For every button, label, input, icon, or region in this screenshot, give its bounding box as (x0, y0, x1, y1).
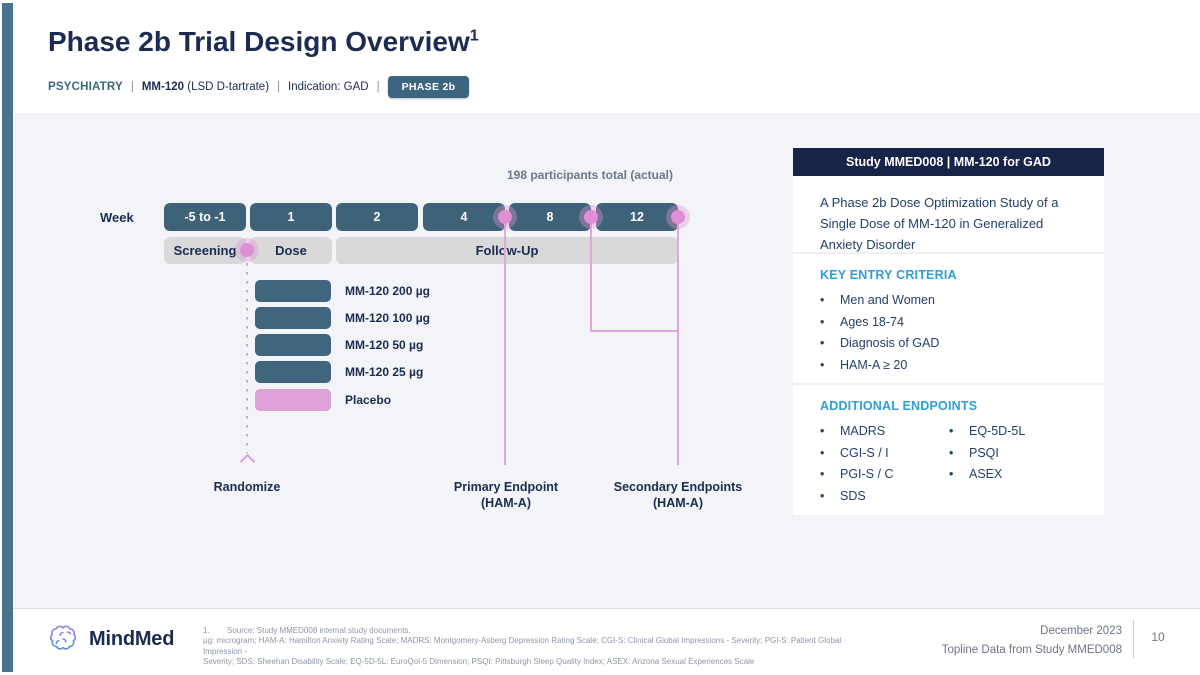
left-accent-bar (2, 3, 13, 672)
footnote: 1. Source: Study MMED008 internal study … (203, 626, 853, 668)
randomize-dot (235, 238, 259, 262)
phase-badge: PHASE 2b (387, 76, 470, 98)
dose-arm-box-25 (255, 361, 331, 383)
secondary-endpoint-line1: Secondary Endpoints (613, 480, 743, 494)
endpoint-item: CGI-S / I (820, 446, 949, 460)
week-box-1: 1 (250, 203, 332, 231)
subtitle-divider: | (376, 81, 380, 93)
brain-icon (49, 625, 77, 650)
endpoint-item: PSQI (949, 446, 1025, 460)
footnote-abbreviations-line1: µg: microgram; HAM-A: Hamilton Anxiety R… (203, 636, 842, 656)
week-box-screening: -5 to -1 (164, 203, 246, 231)
endpoint-item: ASEX (949, 468, 1025, 481)
phase-bar-screening: Screening (164, 237, 246, 264)
source-text: Topline Data from Study MMED008 (941, 644, 1122, 656)
bullet-icon (820, 468, 840, 481)
indication-label: Indication: GAD (288, 81, 369, 93)
primary-endpoint-line2: (HAM-A) (481, 496, 531, 510)
page-title-text: Phase 2b Trial Design Overview (48, 26, 470, 57)
timeline-dot-week12 (666, 205, 690, 229)
additional-endpoints-section: ADDITIONAL ENDPOINTS MADRS CGI-S / I PGI… (793, 383, 1104, 515)
dose-arm-label-25: MM-120 25 µg (345, 365, 424, 379)
entry-criteria-heading: KEY ENTRY CRITERIA (820, 268, 957, 282)
study-panel: Study MMED008 | MM-120 for GAD A Phase 2… (793, 148, 1104, 515)
entry-criteria-item: HAM-A ≥ 20 (820, 358, 1086, 372)
endpoints-column-1: MADRS CGI-S / I PGI-S / C SDS (820, 425, 949, 511)
drug-label: MM-120 (LSD D-tartrate) (142, 81, 269, 93)
endpoint-connector-line (590, 330, 678, 332)
footer-divider-line (13, 608, 1200, 609)
page-number-divider (1133, 620, 1134, 658)
dose-arm-box-50 (255, 334, 331, 356)
secondary-endpoint-line2: (HAM-A) (653, 496, 703, 510)
bullet-icon (820, 337, 840, 350)
entry-criteria-section: KEY ENTRY CRITERIA Men and Women Ages 18… (793, 252, 1104, 383)
dose-arm-label-placebo: Placebo (345, 393, 392, 407)
primary-endpoint-line1: Primary Endpoint (453, 480, 559, 494)
week-box-8: 8 (509, 203, 591, 231)
dose-arm-label-100: MM-120 100 µg (345, 311, 430, 325)
dose-arm-box-200 (255, 280, 331, 302)
dose-arm-box-placebo (255, 389, 331, 411)
page-number: 10 (1151, 630, 1165, 644)
phase-bar-dose: Dose (250, 237, 332, 264)
endpoints-heading: ADDITIONAL ENDPOINTS (820, 399, 978, 413)
bullet-icon (949, 425, 969, 438)
week-box-12: 12 (596, 203, 678, 231)
drug-name: MM-120 (141, 81, 185, 93)
panel-header: Study MMED008 | MM-120 for GAD (793, 148, 1104, 176)
endpoints-column-2: EQ-5D-5L PSQI ASEX (949, 425, 1025, 511)
subtitle-divider: | (130, 81, 134, 93)
footnote-source-line: 1. Source: Study MMED008 internal study … (203, 626, 853, 636)
bullet-icon (820, 359, 840, 372)
week-box-4: 4 (423, 203, 505, 231)
entry-criteria-item: Diagnosis of GAD (820, 337, 1086, 350)
dose-arm-label-50: MM-120 50 µg (345, 338, 424, 352)
week8-endpoint-line (590, 217, 592, 332)
bullet-icon (949, 447, 969, 460)
week-axis-label: Week (100, 210, 134, 225)
title-footnote-marker: 1 (469, 27, 479, 45)
bullet-icon (820, 447, 840, 460)
entry-criteria-item: Men and Women (820, 294, 1086, 307)
dose-arm-box-100 (255, 307, 331, 329)
logo-text: MindMed (89, 627, 175, 650)
endpoint-item: SDS (820, 489, 949, 503)
bullet-icon (820, 294, 840, 307)
study-description-section: A Phase 2b Dose Optimization Study of a … (793, 176, 1104, 252)
endpoint-item: EQ-5D-5L (949, 425, 1025, 438)
footnote-abbreviations-line2: Severity; SDS: Sheehan Disability Scale;… (203, 657, 755, 667)
bullet-icon (820, 316, 840, 329)
date-text: December 2023 (1040, 625, 1122, 637)
randomize-label: Randomize (213, 480, 281, 494)
participants-note: 198 participants total (actual) (506, 168, 674, 182)
subtitle-divider: | (277, 81, 281, 93)
drug-detail: (LSD D-tartrate) (187, 81, 270, 93)
secondary-endpoint-line (677, 217, 679, 465)
subtitle: PSYCHIATRY | MM-120 (LSD D-tartrate) | I… (48, 76, 470, 98)
week-box-2: 2 (336, 203, 418, 231)
page-title: Phase 2b Trial Design Overview1 (48, 26, 479, 58)
primary-endpoint-line (504, 217, 506, 465)
study-description: A Phase 2b Dose Optimization Study of a … (820, 195, 1059, 252)
timeline-dot-week4 (493, 205, 517, 229)
randomize-dotted-line (246, 263, 248, 453)
bullet-icon (949, 468, 969, 481)
endpoint-item: PGI-S / C (820, 468, 949, 481)
footnote-number: 1. (203, 626, 210, 635)
endpoints-columns: MADRS CGI-S / I PGI-S / C SDS EQ-5D-5L P… (820, 425, 1086, 511)
dose-arm-label-200: MM-120 200 µg (345, 284, 430, 298)
footer-right: December 2023 Topline Data from Study MM… (942, 622, 1122, 660)
bullet-icon (820, 490, 840, 503)
secondary-endpoint-label: Secondary Endpoints (HAM-A) (598, 479, 758, 511)
phase-bar-followup: Follow-Up (336, 237, 678, 264)
entry-criteria-item: Ages 18-74 (820, 315, 1086, 329)
category-label: PSYCHIATRY (48, 81, 123, 93)
mindmed-logo: MindMed (46, 622, 174, 656)
primary-endpoint-label: Primary Endpoint (HAM-A) (436, 479, 576, 511)
endpoint-item: MADRS (820, 425, 949, 438)
bullet-icon (820, 425, 840, 438)
footnote-source-text: Source: Study MMED008 internal study doc… (227, 626, 411, 635)
timeline-dot-week8 (579, 205, 603, 229)
